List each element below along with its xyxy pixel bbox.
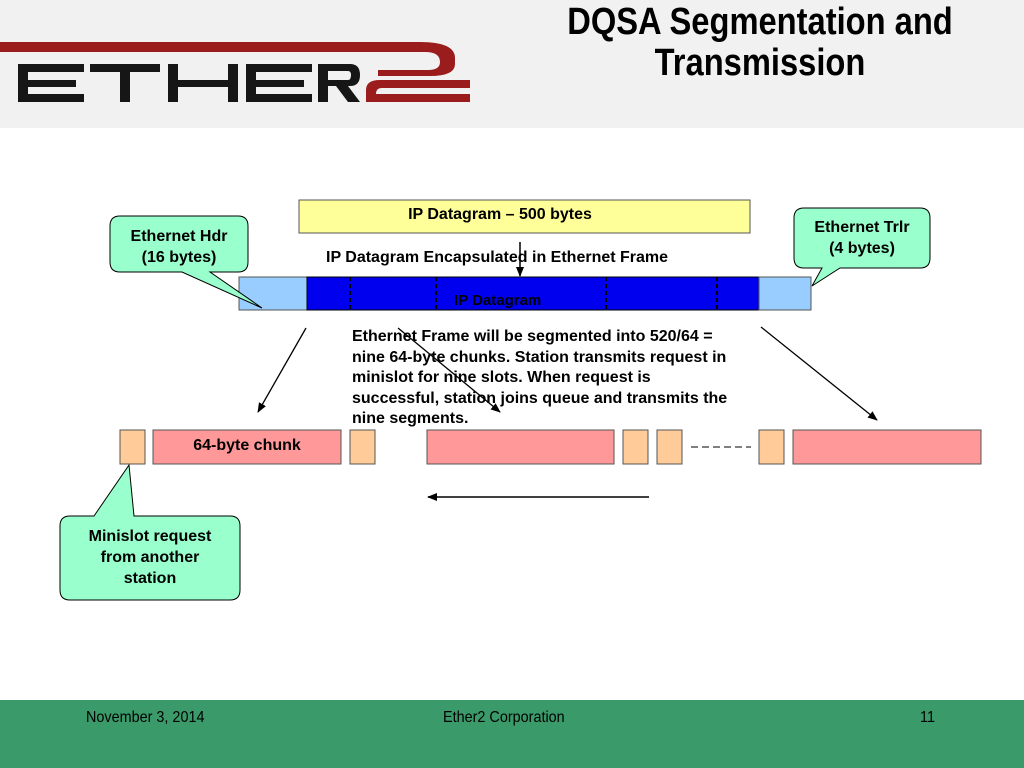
footer-bar [0, 700, 1024, 768]
callout-ethernet-hdr-line2: (16 bytes) [141, 249, 217, 266]
callout-ethernet-trlr: Ethernet Trlr (4 bytes) [796, 217, 928, 259]
description-line-1: Ethernet Frame will be segmented into 52… [352, 328, 713, 345]
callout-ethernet-trlr-line2: (4 bytes) [829, 240, 895, 257]
description-line-3: minislot for nine slots. When request is [352, 369, 651, 386]
callout-minislot: Minislot request from another station [62, 526, 238, 589]
slide-title-line2: Transmission [654, 42, 866, 84]
arrow-right-down [760, 326, 878, 421]
ip-datagram-box-label: IP Datagram – 500 bytes [408, 206, 592, 223]
chunk-slot-3 [792, 429, 982, 465]
callout-minislot-shape [59, 463, 241, 601]
description-line-4: successful, station joins queue and tran… [352, 389, 728, 407]
callout-ethernet-hdr-shape [109, 215, 263, 309]
encapsulated-label: IP Datagram Encapsulated in Ethernet Fra… [326, 249, 669, 266]
footer-date: November 3, 2014 [86, 709, 205, 726]
ethernet-payload-segment [306, 276, 760, 311]
segmentation-diagram [59, 199, 982, 601]
minislot-4 [656, 429, 683, 465]
minislot-2 [349, 429, 376, 465]
ethernet-header-segment [238, 276, 308, 311]
frame-inner-label: IP Datagram [454, 292, 542, 309]
footer-page-number: 11 [920, 709, 935, 726]
callout-ethernet-hdr: Ethernet Hdr (16 bytes) [112, 226, 246, 268]
arrow-center-down [397, 327, 501, 413]
callout-minislot-line1: Minislot request [88, 528, 212, 545]
callout-minislot-line2: from another [100, 549, 200, 566]
callout-ethernet-trlr-shape [793, 207, 931, 287]
chunk-label: 64-byte chunk [193, 437, 301, 454]
ethernet-trailer-segment [758, 276, 812, 311]
callout-ethernet-hdr-line1: Ethernet Hdr [130, 228, 228, 245]
chunk-slot-2 [426, 429, 615, 465]
ip-datagram-box [298, 199, 751, 234]
minislot-5 [758, 429, 785, 465]
description-line-5: nine segments. [352, 410, 469, 427]
footer-company: Ether2 Corporation [443, 709, 565, 726]
callout-minislot-line3: station [123, 570, 177, 587]
ether2-logo [0, 42, 470, 102]
slide-title: DQSA Segmentation and Transmission [519, 2, 1001, 84]
slide-title-line1: DQSA Segmentation and [567, 1, 953, 43]
minislot-3 [622, 429, 649, 465]
description-line-2: nine 64-byte chunks. Station transmits r… [352, 348, 727, 366]
segmentation-description: Ethernet Frame will be segmented into 52… [352, 327, 727, 430]
minislot-1 [119, 429, 146, 465]
callout-ethernet-trlr-line1: Ethernet Trlr [814, 219, 910, 236]
chunk-slot-1 [152, 429, 342, 465]
segment-dividers [349, 277, 718, 310]
arrow-left-down [257, 327, 307, 413]
